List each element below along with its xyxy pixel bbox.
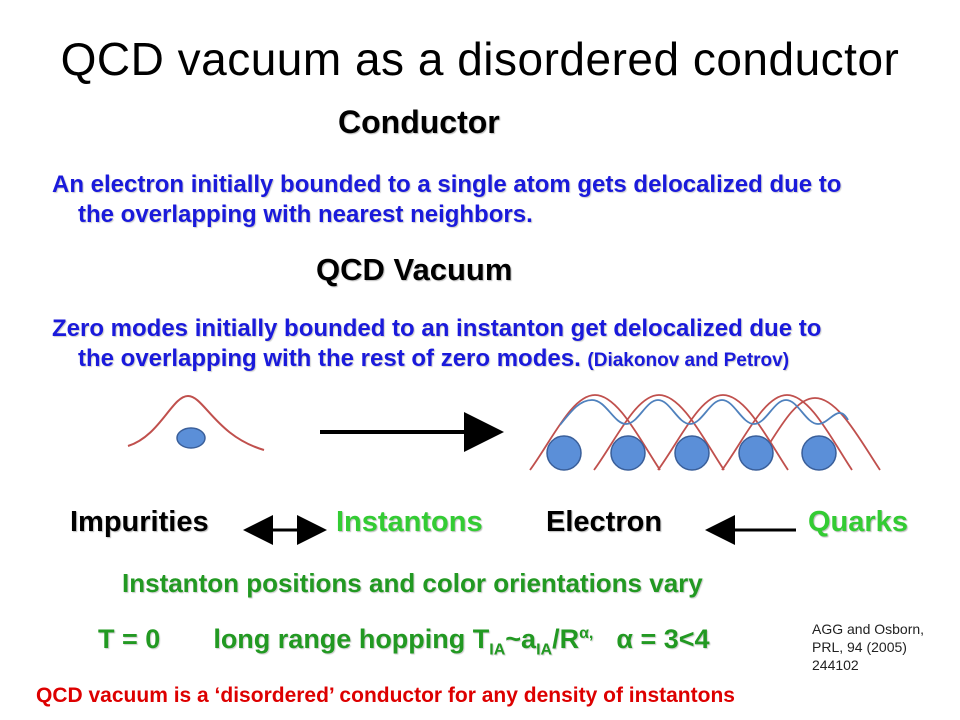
- label-electron: Electron: [546, 506, 663, 538]
- conclusion-statement: QCD vacuum is a ‘disordered’ conductor f…: [36, 684, 735, 707]
- atom-3: [674, 435, 710, 471]
- atom-1: [546, 435, 582, 471]
- atom-2: [610, 435, 646, 471]
- conductor-text-line2: the overlapping with nearest neighbors.: [78, 201, 533, 228]
- vacuum-citation: (Diakonov and Petrov): [587, 350, 790, 371]
- alpha-condition: α = 3<4: [616, 624, 710, 654]
- label-quarks: Quarks: [808, 506, 908, 538]
- electron-atoms: [546, 435, 837, 471]
- vacuum-text-line2: the overlapping with the rest of zero mo…: [78, 345, 581, 372]
- conductor-description: An electron initially bounded to a singl…: [52, 170, 952, 230]
- conductor-text-line1: An electron initially bounded to a singl…: [52, 171, 842, 198]
- label-instantons: Instantons: [336, 506, 483, 538]
- atom-5: [801, 435, 837, 471]
- hopping-formula: T = 0 long range hopping TIA~aIA/Rα, α =…: [98, 624, 710, 659]
- label-impurities: Impurities: [70, 506, 209, 538]
- hopping-text: long range hopping T: [213, 624, 490, 654]
- localized-wavefunction-curve: [127, 394, 265, 451]
- variation-statement: Instanton positions and color orientatio…: [122, 568, 703, 598]
- conductor-heading: Conductor: [338, 104, 500, 140]
- delocalized-wavefunctions: [529, 394, 881, 471]
- slide-title: QCD vacuum as a disordered conductor: [60, 33, 900, 85]
- alpha-exponent: α,: [579, 625, 594, 642]
- temperature-condition: T = 0: [98, 624, 161, 654]
- vacuum-text-line1: Zero modes initially bounded to an insta…: [52, 315, 822, 342]
- vacuum-heading: QCD Vacuum: [316, 252, 513, 287]
- atom-4: [738, 435, 774, 471]
- vacuum-description: Zero modes initially bounded to an insta…: [52, 314, 952, 376]
- reference-citation: AGG and Osborn, PRL, 94 (2005) 244102: [812, 621, 925, 673]
- impurity-atom: [176, 427, 206, 449]
